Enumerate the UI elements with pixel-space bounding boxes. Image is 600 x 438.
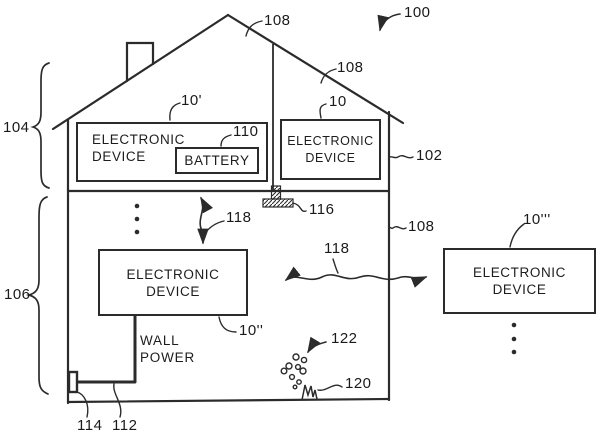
leader-102 (389, 155, 414, 159)
wireless-link-vertical-arrow (197, 196, 213, 245)
ref-108-slope: 108 (337, 59, 364, 76)
leader-118-vertical (204, 220, 225, 234)
ref-100: 100 (404, 4, 431, 21)
floor-line (66, 397, 391, 404)
attic-right-device-line2: DEVICE (305, 150, 356, 165)
brace-106 (25, 196, 49, 395)
external-device-line1: ELECTRONIC (472, 265, 566, 280)
leader-10-prime (169, 102, 181, 121)
ref-118-vertical: 118 (226, 209, 252, 226)
ref-118-horizontal: 118 (324, 240, 350, 257)
wall-power-line2: POWER (140, 350, 196, 365)
roof-right-slope (226, 13, 405, 125)
floor-crack (301, 384, 318, 401)
attic-left-device-box: ELECTRONIC DEVICE (76, 122, 268, 182)
chimney (125, 41, 155, 83)
leader-108-wall (388, 226, 407, 230)
power-cord (76, 316, 137, 384)
leader-10-dblprime (218, 316, 237, 333)
main-device-line1: ELECTRONIC (126, 266, 220, 282)
ref-106: 106 (4, 286, 31, 303)
arrow-100 (377, 13, 401, 32)
main-device-line2: DEVICE (146, 283, 200, 299)
ref-116: 116 (309, 201, 335, 218)
bubbles-cluster (280, 353, 308, 390)
ref-10-triprime: 10''' (523, 211, 551, 228)
leader-116 (292, 202, 307, 213)
attic-right-device-line1: ELECTRONIC (287, 133, 374, 148)
leader-110 (220, 134, 232, 147)
ref-108-peak: 108 (264, 12, 291, 29)
attic-left-device-line1: ELECTRONIC (92, 132, 186, 147)
leader-10 (319, 103, 327, 119)
ref-104: 104 (3, 119, 30, 136)
leader-120 (317, 384, 343, 391)
roof-left-slope (51, 13, 230, 131)
wall-power-annotation: WALL POWER (140, 332, 195, 366)
wireless-link-horizontal-arrow (284, 266, 428, 288)
antenna-feed-hatched (270, 185, 282, 200)
ref-120: 120 (345, 375, 372, 392)
ref-112: 112 (112, 417, 138, 434)
wall-outlet (67, 370, 79, 394)
leader-108-slope (320, 68, 337, 84)
vertical-ellipsis-external (511, 322, 517, 355)
ref-10: 10 (329, 93, 347, 110)
ref-102: 102 (416, 147, 443, 164)
main-device-box: ELECTRONIC DEVICE (98, 249, 248, 316)
ground-pad-hatched (262, 198, 294, 208)
ref-10-dblprime: 10'' (239, 322, 264, 339)
external-device-box: ELECTRONIC DEVICE (443, 248, 596, 314)
brace-104 (30, 62, 50, 189)
ref-10-prime: 10' (181, 92, 203, 109)
leader-112 (113, 383, 122, 418)
wall-power-line1: WALL (140, 333, 180, 348)
external-device-line2: DEVICE (492, 282, 547, 297)
leader-10-triprime (509, 223, 525, 248)
ref-122: 122 (331, 330, 358, 347)
battery-label: BATTERY (184, 153, 250, 168)
arrow-122 (307, 336, 327, 354)
battery-box: BATTERY (175, 147, 259, 174)
ref-114: 114 (77, 417, 103, 434)
attic-left-device-line2: DEVICE (92, 149, 146, 164)
ref-110: 110 (233, 123, 259, 140)
leader-118-horizontal (332, 258, 339, 274)
leader-114 (76, 391, 89, 418)
vertical-ellipsis-main (134, 203, 140, 235)
ref-108-wall: 108 (408, 218, 435, 235)
leader-108-peak (245, 20, 263, 37)
attic-right-device-box: ELECTRONIC DEVICE (280, 119, 381, 180)
